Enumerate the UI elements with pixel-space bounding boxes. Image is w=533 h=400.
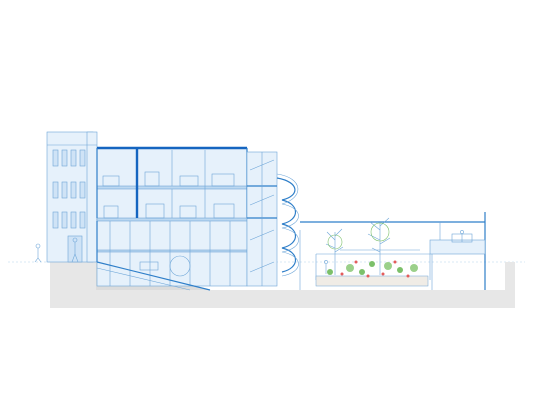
planter-bed — [315, 260, 429, 287]
courtyard-trees — [325, 217, 391, 275]
flowers — [340, 260, 410, 278]
spiral-ramp — [276, 173, 299, 277]
human-figures-courtyard — [324, 230, 464, 274]
basement-ramp — [96, 261, 211, 291]
main-building — [96, 146, 248, 287]
stair-tower — [246, 151, 278, 287]
neighbour-building — [46, 131, 98, 263]
vegetation — [327, 261, 418, 275]
rear-pavilion — [299, 212, 486, 290]
neighbour-windows — [52, 149, 86, 229]
human-figures-left — [34, 237, 79, 263]
